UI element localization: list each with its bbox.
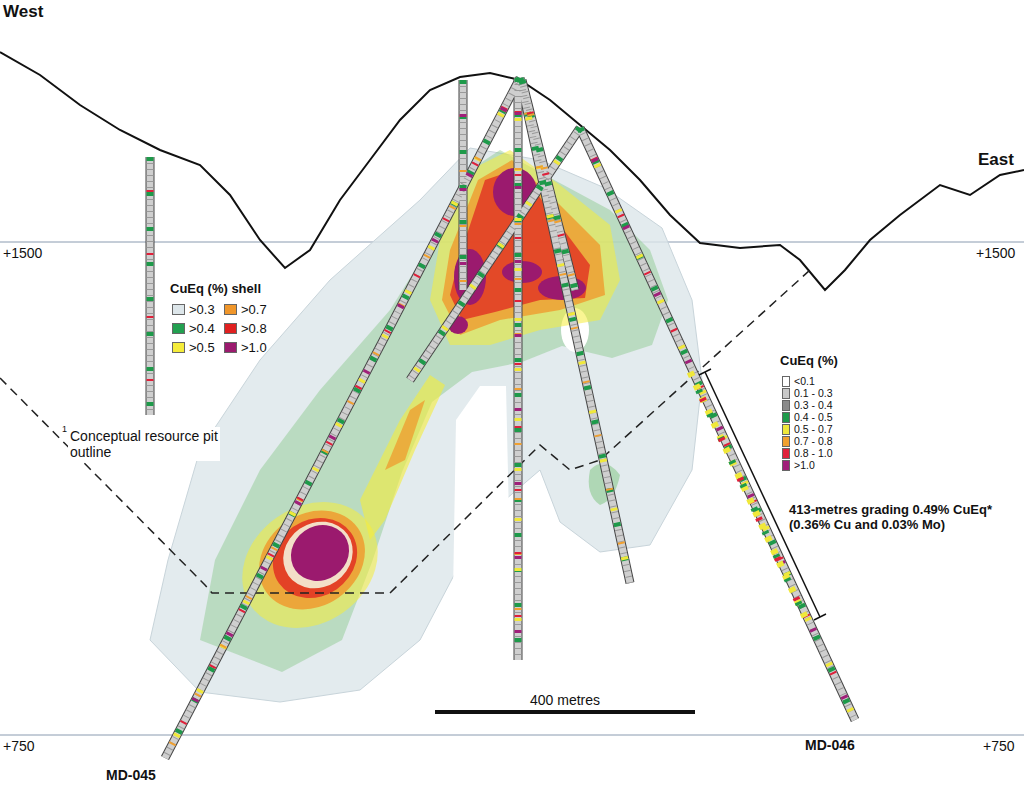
legend-swatch bbox=[172, 342, 185, 353]
legend-swatch bbox=[782, 448, 790, 459]
scale-label: 400 metres bbox=[530, 692, 600, 708]
pit-outline bbox=[0, 270, 810, 593]
elevation-label: +1500 bbox=[3, 245, 42, 261]
compass-label: East bbox=[978, 150, 1014, 170]
legend-swatch bbox=[782, 436, 790, 447]
legend-swatch bbox=[224, 304, 237, 315]
pit-label: Conceptual resource pit outline bbox=[68, 427, 220, 461]
legend-entry: <0.1 bbox=[782, 375, 815, 387]
legend-entry: 0.4 - 0.5 bbox=[782, 411, 833, 423]
legend-text: 0.7 - 0.8 bbox=[794, 435, 833, 447]
legend-text: 0.4 - 0.5 bbox=[794, 411, 833, 423]
legend-text: 0.5 - 0.7 bbox=[794, 423, 833, 435]
compass-label: West bbox=[3, 2, 43, 22]
elevation-label: +750 bbox=[3, 738, 35, 754]
legend-swatch bbox=[224, 323, 237, 334]
legend-swatch bbox=[172, 304, 185, 315]
legend-swatch bbox=[782, 400, 790, 411]
legend-text: >1.0 bbox=[241, 340, 267, 355]
legend-text: 0.8 - 1.0 bbox=[794, 447, 833, 459]
legend-swatch bbox=[782, 424, 790, 435]
elevation-label: +750 bbox=[983, 738, 1015, 754]
legend-title: CuEq (%) bbox=[780, 354, 838, 369]
scale-bar bbox=[435, 710, 695, 714]
legend-text: >0.8 bbox=[241, 321, 267, 336]
legend-entry: >0.3 bbox=[172, 302, 215, 317]
legend-entry: 0.1 - 0.3 bbox=[782, 387, 833, 399]
legend-text: >0.4 bbox=[189, 321, 215, 336]
legend-entry: >0.5 bbox=[172, 340, 215, 355]
legend-entry: >1.0 bbox=[782, 459, 815, 471]
legend-entry: 0.7 - 0.8 bbox=[782, 435, 833, 447]
legend-text: >1.0 bbox=[794, 459, 815, 471]
legend-text: >0.3 bbox=[189, 302, 215, 317]
hole-label: MD-046 bbox=[805, 737, 855, 753]
legend-swatch bbox=[782, 388, 790, 399]
legend-entry: 0.3 - 0.4 bbox=[782, 399, 833, 411]
legend-swatch bbox=[224, 342, 237, 353]
interval-note: 413-metres grading 0.49% CuEq* (0.36% Cu… bbox=[789, 503, 1019, 533]
legend-swatch bbox=[782, 460, 790, 471]
legend-entry: >0.8 bbox=[224, 321, 267, 336]
legend-text: 0.3 - 0.4 bbox=[794, 399, 833, 411]
legend-swatch bbox=[782, 412, 790, 423]
legend-title: CuEq (%) shell bbox=[170, 282, 261, 297]
legend-swatch bbox=[172, 323, 185, 334]
legend-text: 0.1 - 0.3 bbox=[794, 387, 833, 399]
legend-entry: 0.8 - 1.0 bbox=[782, 447, 833, 459]
legend-entry: >0.7 bbox=[224, 302, 267, 317]
elevation-line bbox=[0, 735, 1024, 736]
legend-entry: >1.0 bbox=[224, 340, 267, 355]
footnote-mark: 1 bbox=[62, 424, 67, 434]
legend-swatch bbox=[782, 376, 790, 387]
legend-text: >0.7 bbox=[241, 302, 267, 317]
legend-entry: 0.5 - 0.7 bbox=[782, 423, 833, 435]
elevation-label: +1500 bbox=[976, 245, 1015, 261]
legend-entry: >0.4 bbox=[172, 321, 215, 336]
drill-holes bbox=[150, 78, 855, 758]
hole-label: MD-045 bbox=[106, 767, 156, 783]
legend-text: >0.5 bbox=[189, 340, 215, 355]
legend-text: <0.1 bbox=[794, 375, 815, 387]
